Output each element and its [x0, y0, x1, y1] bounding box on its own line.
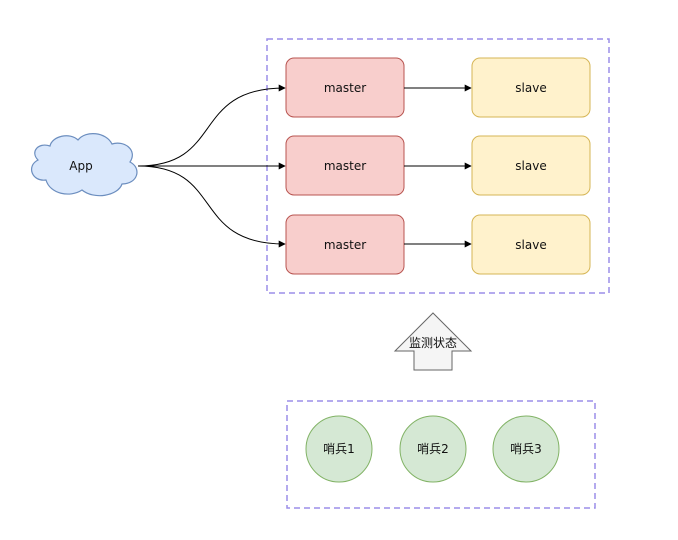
app-cloud: App — [30, 133, 138, 197]
slave-label-2: slave — [515, 159, 546, 173]
connector-app-master-1 — [137, 84, 286, 167]
slave-node-1 — [471, 57, 591, 118]
sentinel-circle-1 — [305, 415, 373, 483]
up-arrow-icon — [393, 312, 473, 371]
app-label: App — [69, 159, 92, 173]
sentinel-node-1: 哨兵1 — [305, 415, 373, 483]
master-label-2: master — [324, 159, 366, 173]
replication-row-1: master slave — [285, 57, 591, 118]
monitor-arrow: 监测状态 — [393, 312, 473, 371]
sentinel-label-2: 哨兵2 — [417, 441, 449, 456]
app-connectors — [137, 84, 286, 248]
sentinel-node-2: 哨兵2 — [399, 415, 467, 483]
master-label-3: master — [324, 238, 366, 252]
slave-node-3 — [471, 214, 591, 275]
connector-app-master-3 — [137, 165, 286, 248]
sentinel-circle-2 — [399, 415, 467, 483]
slave-label-3: slave — [515, 238, 546, 252]
monitor-label: 监测状态 — [409, 336, 457, 350]
replication-row-2: master slave — [285, 135, 591, 196]
cloud-icon — [30, 133, 138, 197]
sentinel-label-3: 哨兵3 — [510, 441, 542, 456]
replication-row-3: master slave — [285, 214, 591, 275]
slave-node-2 — [471, 135, 591, 196]
master-label-1: master — [324, 81, 366, 95]
slave-label-1: slave — [515, 81, 546, 95]
sentinel-node-3: 哨兵3 — [492, 415, 560, 483]
sentinel-circle-3 — [492, 415, 560, 483]
sentinel-group — [286, 400, 596, 509]
sentinel-label-1: 哨兵1 — [323, 441, 355, 456]
